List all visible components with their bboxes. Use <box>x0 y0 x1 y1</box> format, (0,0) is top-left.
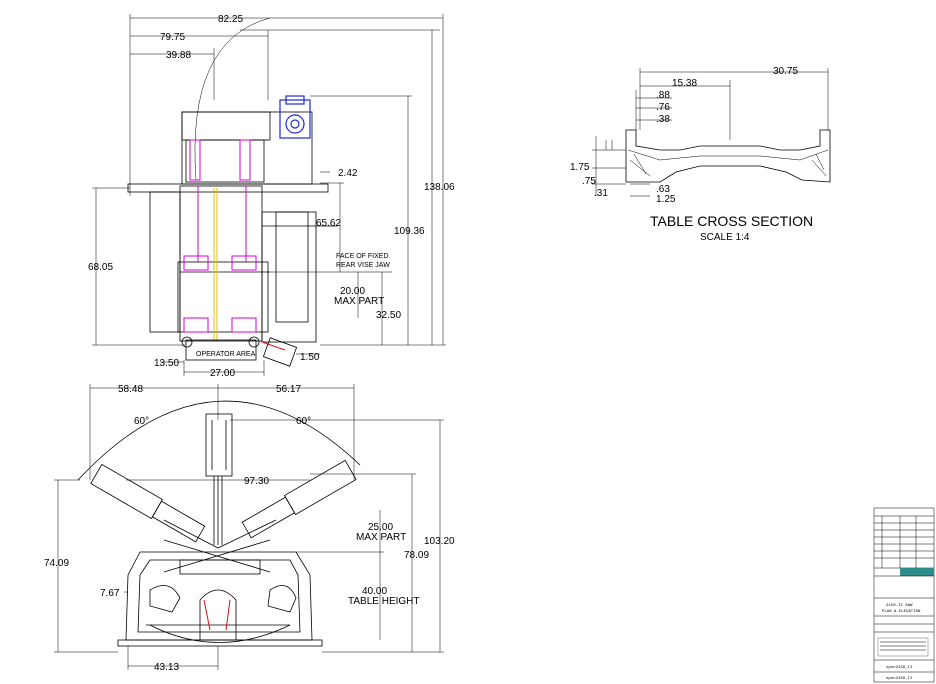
label-rear-vise-jaw: REAR VISE JAW <box>336 262 390 269</box>
dim-88: .88 <box>656 90 670 101</box>
tb-drawing-number-2: spec2150_II <box>886 677 912 681</box>
tb-drawing-title: 2150-II SAW <box>886 604 913 608</box>
dim-97-30: 97.30 <box>244 476 269 487</box>
section-title: TABLE CROSS SECTION <box>650 213 813 229</box>
label-operator-area: OPERATOR AREA <box>196 351 256 358</box>
section-scale: SCALE 1:4 <box>700 232 750 243</box>
dim-27-00: 27.00 <box>210 368 235 379</box>
angle-left: 60° <box>134 416 149 427</box>
dim-31: .31 <box>594 188 608 199</box>
dim-39-88: 39.88 <box>166 50 191 61</box>
dim-58-48: 58.48 <box>118 384 143 395</box>
dim-13-50: 13.50 <box>154 358 179 369</box>
dim-78-09: 78.09 <box>404 550 429 561</box>
dim-20-00: 20.00 <box>340 286 365 297</box>
dim-32-50: 32.50 <box>376 310 401 321</box>
dim-79-75: 79.75 <box>160 32 185 43</box>
dim-63: .63 <box>656 184 670 195</box>
dim-25-00: 25.00 <box>368 522 393 533</box>
dim-15-38: 15.38 <box>672 78 697 89</box>
dim-56-17: 56.17 <box>276 384 301 395</box>
plan-view <box>92 14 446 376</box>
elevation-view <box>54 384 444 670</box>
dim-7-67: 7.67 <box>100 588 120 599</box>
dim-138-06: 138.06 <box>424 182 455 193</box>
tb-drawing-number-1: spec2150_II <box>886 666 912 670</box>
dim-68-05: 68.05 <box>88 262 113 273</box>
label-table-height: TABLE HEIGHT <box>348 596 420 607</box>
dim-103-20: 103.20 <box>424 536 455 547</box>
dim-76: .76 <box>656 102 670 113</box>
tb-drawing-subtitle: PLAN & ELEVATION <box>882 610 921 614</box>
label-face-fixed: FACE OF FIXED <box>336 253 389 260</box>
dim-65-62: 65.62 <box>316 218 341 229</box>
dim-38: .38 <box>656 114 670 125</box>
title-block <box>873 507 935 683</box>
dim-43-13: 43.13 <box>154 662 179 673</box>
dim-30-75: 30.75 <box>773 66 798 77</box>
dim-1-50: 1.50 <box>300 352 320 363</box>
dim-74-09: 74.09 <box>44 558 69 569</box>
dim-75: .75 <box>582 176 596 187</box>
dim-82-25: 82.25 <box>218 14 243 25</box>
label-max-part-plan: MAX PART <box>334 296 384 307</box>
dim-40-00: 40.00 <box>362 586 387 597</box>
table-cross-section <box>592 68 831 197</box>
dim-2-42: 2.42 <box>338 168 358 179</box>
angle-right: 60° <box>296 416 311 427</box>
label-max-part-elev: MAX PART <box>356 532 406 543</box>
dim-1-25: 1.25 <box>656 194 676 205</box>
dim-1-75: 1.75 <box>570 162 590 173</box>
dim-109-36: 109.36 <box>394 226 425 237</box>
